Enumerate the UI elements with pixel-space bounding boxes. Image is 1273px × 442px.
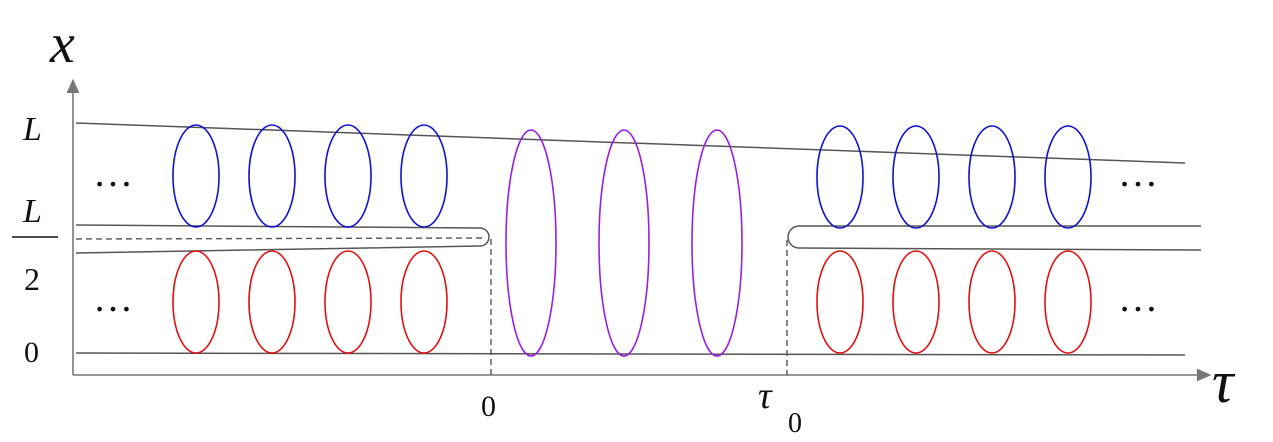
- tick-label-zero-bottom: 0: [481, 390, 496, 423]
- right-slit: [787, 225, 1202, 251]
- tau-axis-title: τ: [1212, 349, 1236, 415]
- upper-ellipse: [172, 124, 220, 228]
- middle-ellipse: [691, 129, 743, 357]
- tick-label-half-denominator: 2: [24, 261, 40, 297]
- upper-ellipse: [816, 125, 864, 229]
- upper-ellipse: [968, 125, 1016, 229]
- middle-ellipses: [505, 129, 743, 357]
- left-slit: [75, 224, 490, 254]
- left-lower-ellipses: [172, 250, 448, 354]
- upper-ellipse: [400, 124, 448, 228]
- middle-ellipse: [505, 129, 557, 357]
- lower-ellipse: [816, 250, 864, 354]
- tick-label-tau0-subscript: 0: [788, 408, 802, 439]
- lower-ellipse: [892, 250, 940, 354]
- upper-ellipse: [1044, 125, 1092, 229]
- x-axis-title: x: [49, 13, 75, 75]
- lower-ellipse: [968, 250, 1016, 354]
- bottom-boundary-line: [75, 352, 1186, 356]
- lower-ellipse: [400, 250, 448, 354]
- right-upper-ellipses: [816, 125, 1092, 229]
- ellipsis-left-lower: …: [93, 275, 139, 320]
- lower-ellipse: [324, 250, 372, 354]
- top-boundary-line: [75, 122, 1186, 164]
- tick-label-zero-left: 0: [24, 336, 39, 369]
- upper-ellipse: [248, 124, 296, 228]
- tick-label-half-numerator: L: [22, 193, 42, 230]
- lower-ellipse: [1044, 250, 1092, 354]
- ellipsis-right-upper: …: [1118, 150, 1164, 195]
- lower-ellipse: [172, 250, 220, 354]
- ellipsis-left-upper: …: [93, 150, 139, 195]
- upper-ellipse: [892, 125, 940, 229]
- left-upper-ellipses: [172, 124, 448, 228]
- ellipsis-right-lower: …: [1118, 275, 1164, 320]
- lower-ellipse: [248, 250, 296, 354]
- upper-ellipse: [324, 124, 372, 228]
- right-lower-ellipses: [816, 250, 1092, 354]
- tick-label-L: L: [22, 111, 42, 148]
- left-slit-midline: [75, 237, 483, 240]
- middle-ellipse: [598, 129, 650, 357]
- tick-label-tau0-symbol: τ: [758, 375, 773, 417]
